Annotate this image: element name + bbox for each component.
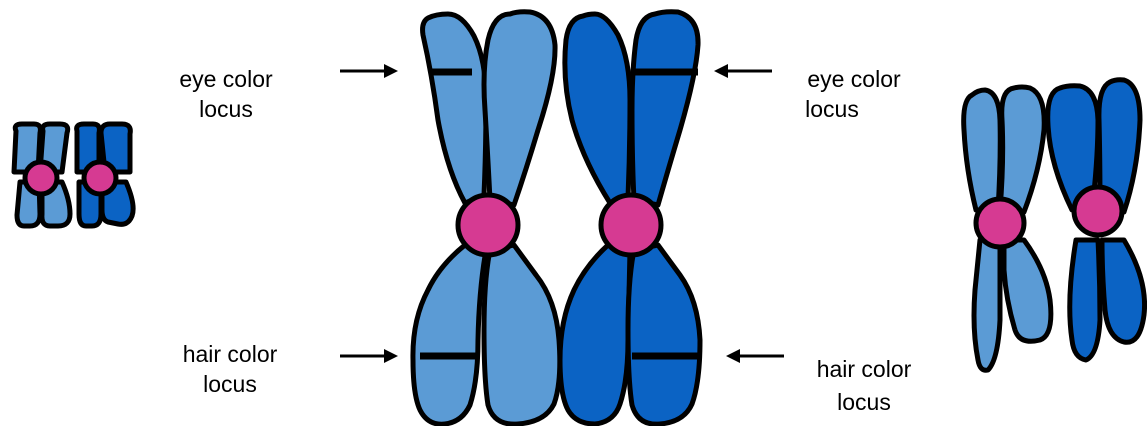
medium-right-chromatid-1-top (964, 90, 1001, 210)
large-dark-centromere (601, 195, 661, 255)
large-chromosome-pair (413, 12, 700, 424)
label-line: locus (199, 96, 253, 122)
medium-right-chromatid-1-bottom (974, 240, 1000, 370)
large-dark-chromatid-right-bottom (628, 245, 700, 424)
label-line: locus (805, 96, 859, 122)
label-left-hair-color-locus: hair color locus (183, 341, 278, 397)
small-left-centromere-1 (25, 162, 57, 194)
medium-right-centromere-2 (1074, 187, 1122, 235)
large-light-chromatid-left-bottom (413, 245, 486, 424)
label-line: eye color (807, 66, 901, 92)
small-left-centromere-2 (84, 162, 116, 194)
arrow-icon (714, 64, 772, 78)
arrow-icon (726, 349, 784, 363)
label-line: hair color (817, 356, 912, 382)
large-light-chromatid-right-bottom (484, 245, 560, 424)
arrow-icon (340, 64, 398, 78)
label-line: hair color (183, 341, 278, 367)
medium-right-chromatid-2-bottom (1004, 240, 1051, 341)
label-line: locus (203, 371, 257, 397)
label-left-eye-color-locus: eye color locus (179, 66, 273, 122)
medium-chromosome-pair-right (964, 80, 1145, 371)
label-right-eye-color-locus: eye color locus (805, 66, 901, 122)
large-light-chromatid-left-top (423, 14, 486, 203)
medium-right-chromatid-4-bottom (1102, 240, 1145, 342)
large-dark-chromatid-right-top (632, 12, 698, 205)
large-light-chromatid-right-top (484, 12, 555, 205)
label-right-hair-color-locus: hair color locus (817, 356, 912, 415)
large-dark-chromatid-left-top (565, 14, 630, 203)
medium-right-chromatid-3-bottom (1070, 240, 1100, 360)
medium-right-chromatid-2-top (1000, 87, 1044, 212)
label-line: eye color (179, 66, 273, 92)
arrow-icon (340, 349, 398, 363)
large-light-centromere (458, 195, 518, 255)
small-chromosome-pair-left (14, 124, 133, 226)
label-line: locus (837, 389, 891, 415)
medium-right-centromere-1 (976, 199, 1024, 247)
large-dark-chromatid-left-bottom (560, 245, 630, 424)
